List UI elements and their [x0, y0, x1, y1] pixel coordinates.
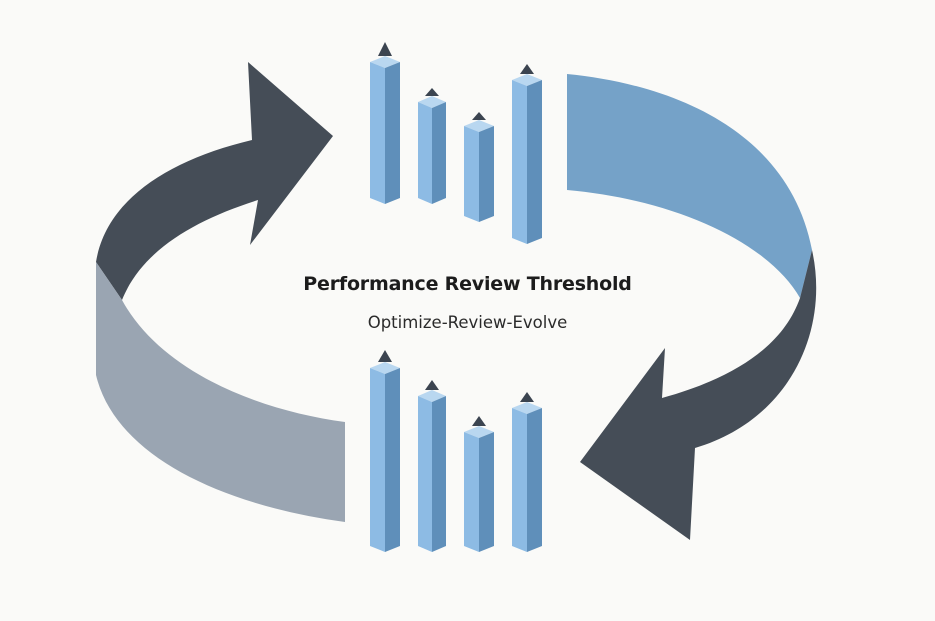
bottom-bar-group	[370, 350, 542, 552]
top-bar-group	[370, 42, 542, 244]
pencil-bar-icon	[370, 42, 400, 204]
pencil-bar-icon	[512, 64, 542, 244]
pencil-bar-icon	[370, 350, 400, 552]
diagram-title: Performance Review Threshold	[303, 273, 632, 295]
center-label-block: Performance Review Threshold Optimize-Re…	[0, 268, 935, 338]
cycle-arrow-upper-left	[96, 62, 333, 300]
pencil-bar-icon	[512, 392, 542, 552]
pencil-bar-icon	[418, 88, 446, 204]
cycle-arrow-lower-left	[96, 262, 345, 522]
pencil-bar-icon	[464, 112, 494, 222]
cycle-arrow-lower-right	[580, 250, 817, 540]
pencil-bar-icon	[418, 380, 446, 552]
pencil-bar-icon	[464, 416, 494, 552]
cycle-arrow-upper-right	[567, 74, 812, 298]
diagram-subtitle: Optimize-Review-Evolve	[367, 313, 568, 332]
